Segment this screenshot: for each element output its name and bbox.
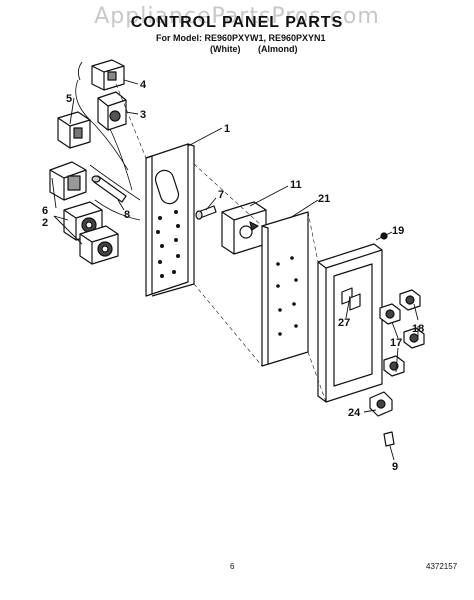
timer-part-3 — [97, 91, 127, 131]
switch-part-5 — [57, 111, 91, 149]
callout-5: 5 — [66, 93, 72, 105]
callout-3: 3 — [140, 109, 146, 121]
callout-19: 19 — [392, 225, 404, 237]
callout-9: 9 — [392, 461, 398, 473]
switch-part-4 — [77, 59, 125, 91]
callout-8: 8 — [124, 209, 130, 221]
bracket-holes — [156, 210, 180, 278]
alignment-lines — [115, 83, 327, 403]
callout-24: 24 — [348, 407, 361, 419]
knob-part-17-upper — [379, 303, 401, 325]
rod-part-8 — [91, 175, 127, 203]
rotary-switch-part-2-lower — [79, 225, 119, 265]
diagram-title: CONTROL PANEL PARTS — [130, 14, 344, 31]
knob-part-17-lower — [383, 355, 405, 377]
callout-18: 18 — [412, 323, 424, 335]
overlay-holes — [276, 256, 298, 336]
callout-6: 6 — [42, 205, 48, 217]
screw-part-7 — [195, 205, 217, 220]
knob-part-24 — [369, 391, 393, 417]
callout-17: 17 — [390, 337, 402, 349]
callout-7: 7 — [218, 189, 224, 201]
clips-part-27 — [341, 287, 361, 311]
console-frame-part-19 — [317, 232, 388, 403]
mounting-bracket-part-1 — [145, 143, 195, 297]
document-number: 4372157 — [426, 562, 458, 571]
color-white: (White) — [210, 44, 241, 54]
callout-2: 2 — [42, 217, 48, 229]
knob-part-18-upper — [399, 289, 421, 311]
color-almond: (Almond) — [258, 44, 298, 54]
keypad-module-part-11 — [221, 201, 267, 255]
leader-lines — [51, 79, 419, 461]
overlay-panel-part-21 — [261, 211, 309, 367]
callout-27: 27 — [338, 317, 350, 329]
callout-1: 1 — [224, 123, 230, 135]
plug-part-9 — [383, 431, 395, 447]
watermark: AppliancePartsPros.com — [94, 4, 380, 29]
callout-21: 21 — [318, 193, 330, 205]
callout-11: 11 — [290, 179, 302, 191]
switch-part-6 — [49, 161, 87, 201]
page-number: 6 — [230, 562, 235, 571]
callout-4: 4 — [140, 79, 147, 91]
model-line: For Model: RE960PXYW1, RE960PXYN1 — [156, 33, 326, 43]
